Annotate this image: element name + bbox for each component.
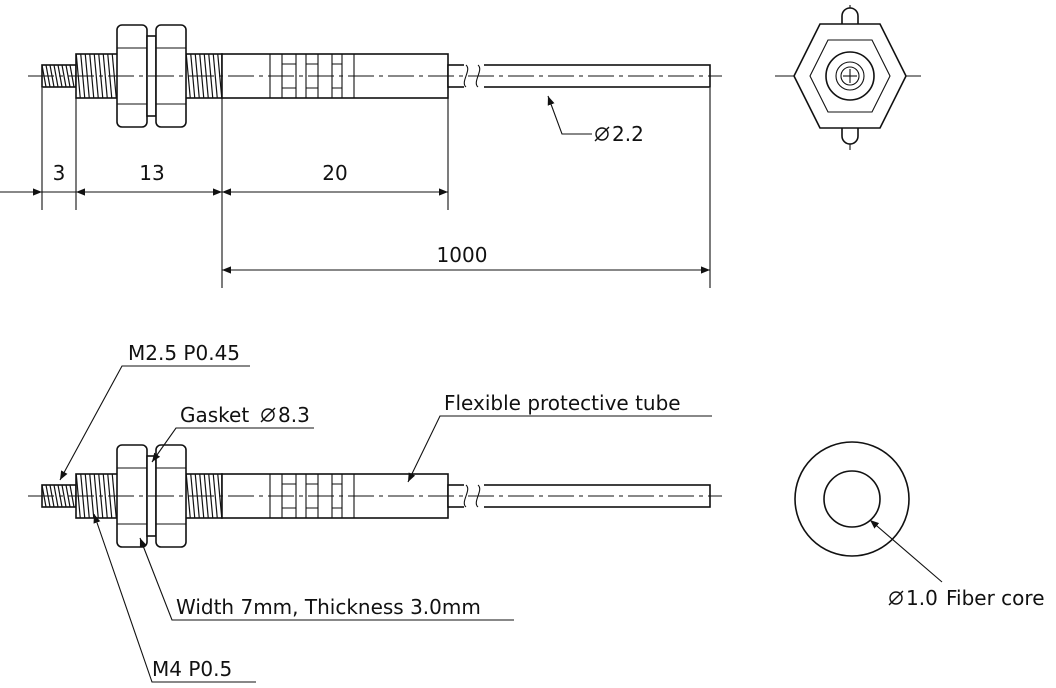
diameter-symbol-icon — [888, 590, 904, 606]
dim-head-length: 20 — [322, 161, 347, 185]
dim-cable-diameter: 2.2 — [612, 122, 644, 146]
dim-thread-length: 3 — [53, 161, 66, 185]
diameter-symbol-icon — [260, 407, 276, 423]
callout-tube: Flexible protective tube — [444, 391, 681, 415]
callout-gasket: Gasket — [180, 403, 249, 427]
callout-leaders — [59, 365, 712, 683]
dim-thread-body: 13 — [139, 161, 164, 185]
top-end-view — [775, 5, 925, 150]
callout-thread-large: M4 P0.5 — [152, 657, 232, 681]
callout-gasket-diameter: 8.3 — [278, 403, 310, 427]
top-side-view — [27, 24, 723, 128]
callout-core-diameter: 1.0 — [906, 586, 938, 610]
dim-total-length: 1000 — [437, 243, 488, 267]
fiber-end-view — [794, 441, 943, 583]
bottom-side-view — [27, 444, 723, 548]
callout-core: Fiber core — [946, 586, 1045, 610]
callout-nut: Width 7mm, Thickness 3.0mm — [176, 595, 481, 619]
diameter-symbol-icon — [594, 126, 610, 142]
callout-thread-small: M2.5 P0.45 — [128, 341, 240, 365]
dimension-lines — [0, 88, 711, 288]
